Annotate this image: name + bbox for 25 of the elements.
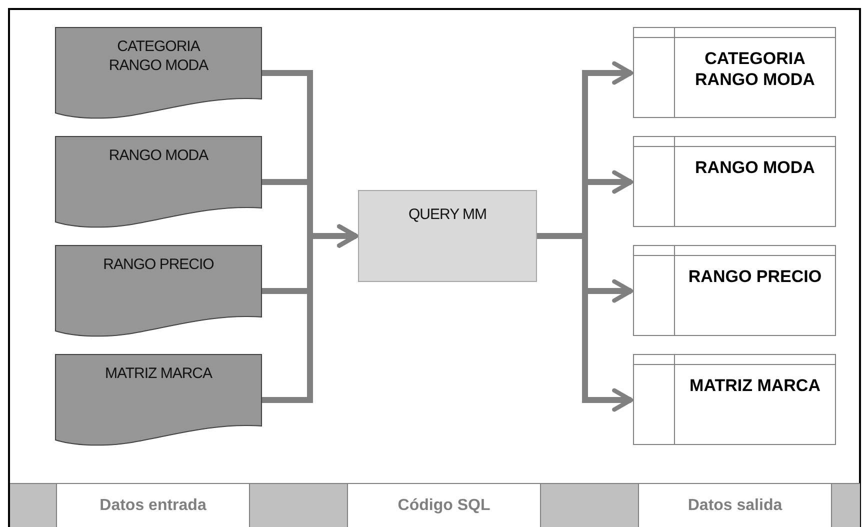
table-shape — [633, 27, 836, 118]
document-shape — [55, 136, 262, 228]
document-label: RANGO MODA — [108, 146, 210, 165]
document-shape — [55, 245, 262, 337]
document-shape — [55, 354, 262, 446]
band-cell — [347, 483, 541, 527]
band-cell — [56, 483, 250, 527]
table-label: CATEGORIA RANGO MODA — [694, 48, 816, 90]
table-label: RANGO PRECIO — [687, 266, 823, 287]
connector-arrow — [262, 224, 358, 403]
process-box — [358, 190, 537, 282]
table-shape — [633, 354, 836, 445]
table-label: RANGO MODA — [694, 157, 816, 178]
document-label: RANGO PRECIO — [102, 255, 215, 274]
table-label: MATRIZ MARCA — [688, 375, 822, 396]
band-label: Código SQL — [398, 496, 490, 516]
table-shape — [633, 245, 836, 336]
band-cell — [638, 483, 832, 527]
document-label: MATRIZ MARCA — [104, 364, 214, 383]
document-label: CATEGORIA RANGO MODA — [108, 37, 210, 75]
band-label: Datos entrada — [100, 496, 206, 516]
table-shape — [633, 136, 836, 227]
band-label: Datos salida — [688, 496, 782, 516]
process-label: QUERY MM — [408, 205, 488, 224]
document-shape — [55, 27, 262, 119]
